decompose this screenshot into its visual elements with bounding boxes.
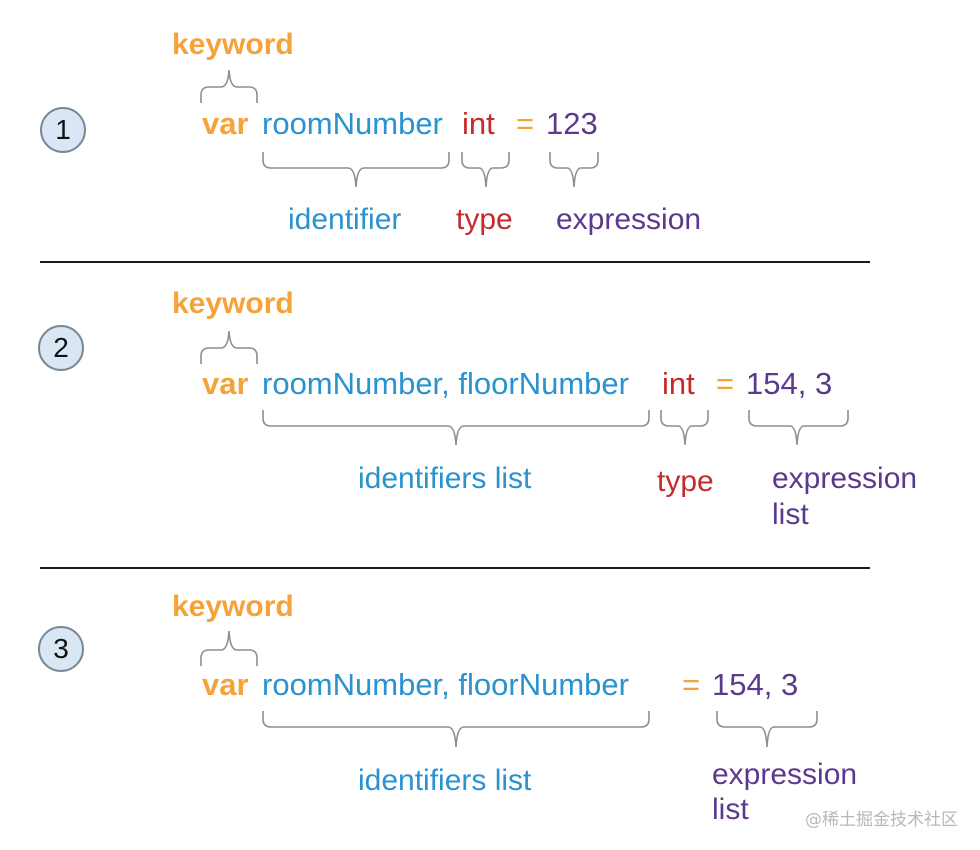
code-identifiers: roomNumber, floorNumber: [262, 366, 629, 401]
watermark: @稀土掘金技术社区: [805, 810, 958, 830]
expression-brace: [716, 711, 818, 748]
expression-label: expression: [556, 203, 702, 236]
example-number: 3: [53, 633, 69, 664]
code-type: int: [662, 366, 695, 401]
code-expression: 123: [546, 106, 598, 141]
expression-list-label-line1: expression: [772, 462, 918, 495]
divider-1: [40, 261, 870, 263]
example-3: 3 keyword var roomNumber, floorNumber = …: [0, 568, 980, 850]
code-equals: =: [516, 106, 535, 141]
code-expression-list: 154, 3: [746, 366, 833, 401]
braces-group: [200, 330, 849, 446]
example-2: 2 keyword var roomNumber, floorNumber in…: [0, 262, 980, 567]
example-1: 1 keyword var roomNumber int = 123 ident…: [0, 0, 980, 260]
identifier-label: identifier: [288, 203, 402, 236]
identifiers-list-label: identifiers list: [358, 462, 532, 495]
expression-list-label-line2: list: [772, 498, 809, 531]
example-number-badge: 2: [38, 325, 84, 371]
keyword-brace: [200, 69, 258, 103]
example-number: 1: [55, 114, 71, 145]
code-type: int: [462, 106, 495, 141]
code-keyword: var: [202, 106, 249, 141]
expression-list-label-line2: list: [712, 793, 749, 826]
keyword-label: keyword: [172, 590, 294, 623]
expression-brace: [748, 410, 849, 446]
expression-brace: [549, 152, 599, 188]
identifiers-list-label: identifiers list: [358, 764, 532, 797]
code-equals: =: [682, 667, 701, 702]
code-keyword: var: [202, 366, 249, 401]
code-expression-list: 154, 3: [712, 667, 799, 702]
example-number-badge: 3: [38, 626, 84, 672]
keyword-label: keyword: [172, 287, 294, 320]
example-number: 2: [53, 332, 69, 363]
identifiers-brace: [262, 410, 650, 446]
code-keyword: var: [202, 667, 249, 702]
keyword-brace: [200, 630, 258, 666]
example-number-badge: 1: [40, 107, 86, 153]
code-identifier: roomNumber: [262, 106, 443, 141]
braces-group: [200, 630, 818, 748]
type-label: type: [657, 465, 714, 498]
code-equals: =: [716, 366, 735, 401]
braces-group: [200, 69, 599, 188]
type-label: type: [456, 203, 513, 236]
keyword-brace: [200, 330, 258, 364]
identifiers-brace: [262, 711, 650, 748]
divider-2: [40, 567, 870, 569]
type-brace: [660, 410, 709, 446]
identifier-brace: [262, 152, 450, 188]
keyword-label: keyword: [172, 28, 294, 61]
expression-list-label-line1: expression: [712, 758, 858, 791]
code-identifiers: roomNumber, floorNumber: [262, 667, 629, 702]
type-brace: [461, 152, 510, 188]
